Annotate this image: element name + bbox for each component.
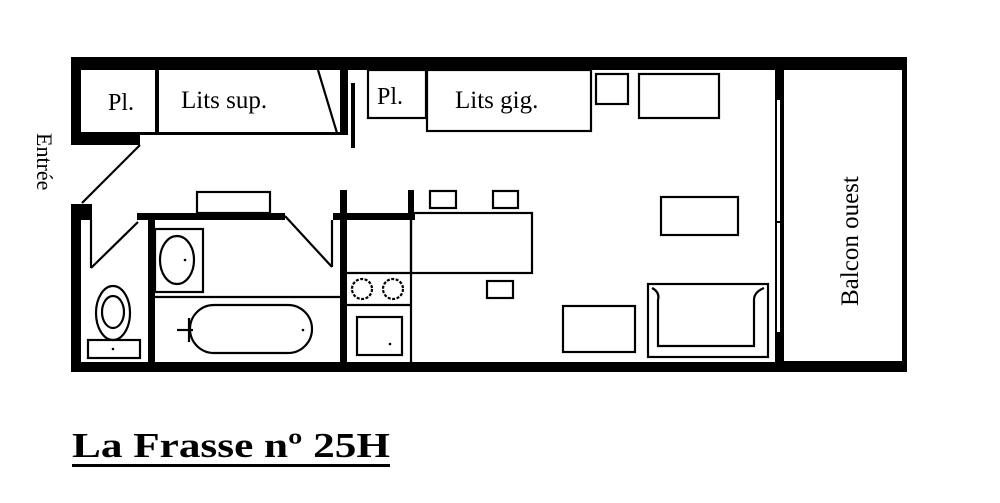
dining-table bbox=[409, 211, 534, 275]
balcony-label: Balcon ouest bbox=[837, 176, 864, 306]
toilet bbox=[86, 284, 142, 360]
balcony-window bbox=[776, 100, 781, 332]
wc-door bbox=[89, 220, 139, 269]
entrance-door-swing bbox=[81, 144, 141, 204]
washbasin bbox=[153, 227, 205, 294]
desk bbox=[637, 72, 721, 120]
closet-1-label: Pl. bbox=[108, 90, 134, 116]
pull-down-beds bbox=[425, 68, 593, 133]
sofa-bed bbox=[646, 282, 770, 359]
closet-2-label: Pl. bbox=[377, 84, 403, 110]
plan-title: La Frasse nº 25H bbox=[72, 426, 390, 465]
bathtub bbox=[177, 303, 314, 355]
balcony bbox=[782, 61, 904, 363]
coffee-table bbox=[659, 195, 740, 237]
entrance-label: Entrée bbox=[32, 133, 57, 190]
kitchenette bbox=[347, 220, 413, 362]
chair bbox=[491, 189, 520, 210]
hood-cabinet bbox=[195, 190, 272, 215]
bathroom-door bbox=[284, 215, 334, 268]
door-panel bbox=[351, 83, 355, 148]
title-underline bbox=[72, 464, 390, 467]
chair bbox=[485, 279, 515, 300]
armchair bbox=[561, 304, 637, 354]
pull-down-beds-label: Lits gig. bbox=[455, 87, 538, 114]
burner bbox=[350, 277, 374, 301]
closet-block-left bbox=[81, 57, 348, 135]
extra-beds-label: Lits sup. bbox=[181, 87, 267, 114]
internal-walls bbox=[137, 190, 415, 362]
kitchen-sink bbox=[355, 315, 404, 357]
burner bbox=[381, 277, 405, 301]
nightstand bbox=[594, 72, 630, 106]
chair bbox=[428, 189, 458, 210]
